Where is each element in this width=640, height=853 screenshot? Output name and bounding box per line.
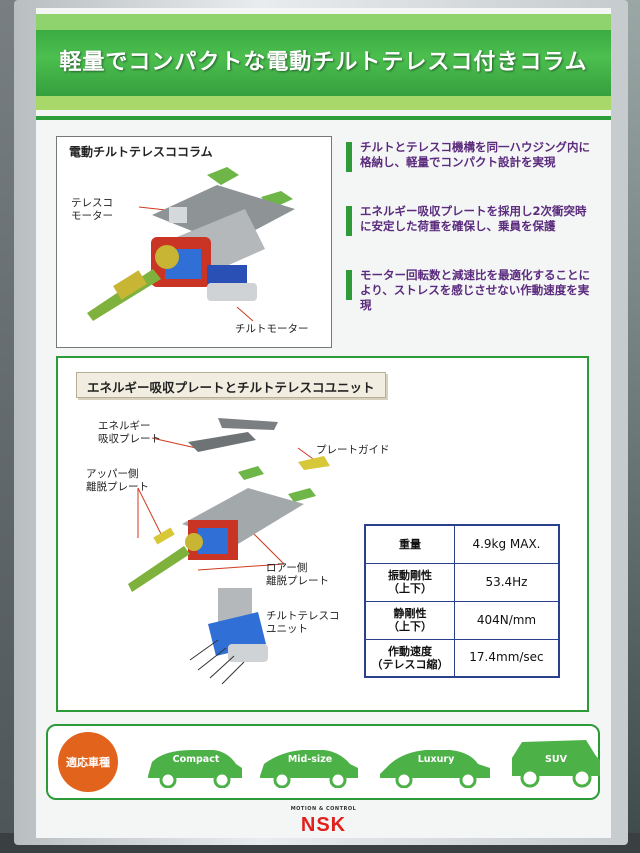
table-row: 静剛性 （上下） 404N/mm [364,600,560,640]
car-label-midsize: Mid-size [287,754,333,765]
column-diagram-title: 電動チルトテレスココラム [69,145,213,159]
vehicle-band: 適応車種 Compact Mid-size [46,724,600,800]
tilt-unit-label: チルトテレスコ ユニット [266,610,340,635]
car-suv: SUV [508,734,604,788]
suv-car-icon [512,740,600,788]
plate-guide-label: プレートガイド [316,444,390,456]
unit-diagram-box: エネルギー吸収プレートとチルトテレスコユニット [56,356,589,712]
poster-frame: 軽量でコンパクトな電動チルトテレスコ付きコラム 電動チルトテレスココラム [14,0,628,845]
poster: 軽量でコンパクトな電動チルトテレスコ付きコラム 電動チルトテレスココラム [36,8,611,838]
spec-key: 振動剛性 （上下） [364,562,455,602]
telescope-motor-label: テレスコ モーター [71,197,113,222]
spec-key: 重量 [364,524,455,564]
lower-plate-label: ロアー側 離脱プレート [266,562,329,587]
feature-bullet-1: チルトとテレスコ機構を同一ハウジング内に格納し、軽量でコンパクト設計を実現 [346,140,596,172]
spec-value: 4.9kg MAX. [453,524,560,564]
energy-plate-label: エネルギー 吸収プレート [98,420,161,445]
spec-value: 404N/mm [453,600,560,640]
column-diagram-box: 電動チルトテレスココラム テレスコ モーター チルトモーター [56,136,332,348]
spec-key: 作動速度 （テレスコ縮） [364,638,455,678]
column-illustration [87,167,295,322]
title-underline [36,116,611,120]
car-luxury: Luxury [378,742,494,789]
upper-plate-label: アッパー側 離脱プレート [86,468,149,493]
feature-bullet-3: モーター回転数と減速比を最適化することにより、ストレスを感じさせない作動速度を実… [346,268,596,313]
car-label-compact: Compact [172,754,220,765]
spec-value: 53.4Hz [453,562,560,602]
car-compact: Compact [144,742,248,789]
spec-key: 静剛性 （上下） [364,600,455,640]
car-label-luxury: Luxury [417,754,455,765]
unit-diagram-title: エネルギー吸収プレートとチルトテレスコユニット [76,372,386,398]
table-row: 振動剛性 （上下） 53.4Hz [364,562,560,602]
tilt-motor-label: チルトモーター [235,323,309,335]
brand-logo: NSK [300,814,347,836]
spec-value: 17.4mm/sec [453,638,560,678]
unit-illustration [128,418,330,685]
brand-tagline: MOTION & CONTROL [290,806,357,812]
compact-car-icon [148,750,242,789]
spec-table: 重量 4.9kg MAX. 振動剛性 （上下） 53.4Hz 静剛性 （上下） … [364,524,560,678]
luxury-car-icon [380,750,490,789]
poster-title: 軽量でコンパクトな電動チルトテレスコ付きコラム [59,50,588,75]
title-stripe-top [36,14,611,30]
car-midsize: Mid-size [258,742,362,789]
table-row: 作動速度 （テレスコ縮） 17.4mm/sec [364,638,560,678]
car-label-suv: SUV [545,754,567,765]
table-row: 重量 4.9kg MAX. [364,524,560,564]
feature-bullet-2: エネルギー吸収プレートを採用し2次衝突時に安定した荷重を確保し、乗員を保護 [346,204,596,236]
vehicle-badge: 適応車種 [58,732,118,792]
title-bar: 軽量でコンパクトな電動チルトテレスコ付きコラム [36,14,611,110]
midsize-car-icon [260,750,358,789]
title-stripe-bottom [36,96,611,110]
